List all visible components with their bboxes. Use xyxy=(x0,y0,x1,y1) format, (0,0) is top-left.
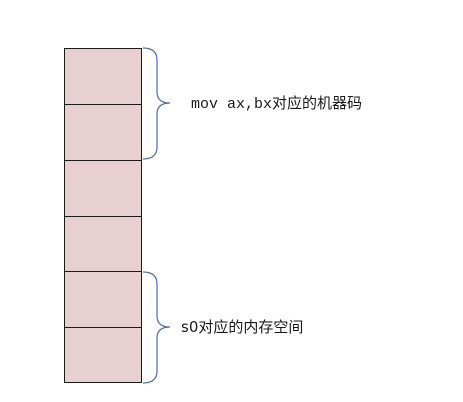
memory-cell-divider xyxy=(65,160,141,161)
memory-cell-divider xyxy=(65,216,141,217)
brace-top xyxy=(142,47,171,160)
instruction-desc-text: 对应的机器码 xyxy=(272,94,363,112)
instruction-machine-code-label: mov ax,bx对应的机器码 xyxy=(191,93,362,115)
memory-cell-divider xyxy=(65,271,141,272)
instruction-code-text: mov ax,bx xyxy=(191,96,273,113)
memory-stack xyxy=(64,48,142,383)
brace-bottom xyxy=(142,271,171,384)
s0-memory-label: s0对应的内存空间 xyxy=(181,318,304,336)
memory-cell-divider xyxy=(65,327,141,328)
memory-cell-divider xyxy=(65,104,141,105)
